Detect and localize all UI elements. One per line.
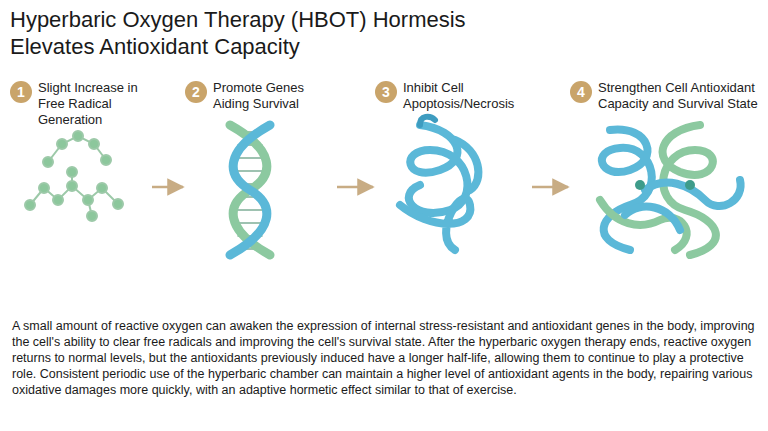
step-heading: 4 Strengthen Cell Antioxidant Capacity an… (570, 80, 760, 112)
flow-arrow (337, 186, 373, 189)
step-node: 4 Strengthen Cell Antioxidant Capacity an… (570, 80, 760, 265)
step-node: 3 Inhibit Cell Apoptosis/Necrosis (375, 80, 530, 265)
protein-cluster (600, 125, 741, 255)
step-label: Strengthen Cell Antioxidant Capacity and… (598, 80, 760, 112)
step-node: 2 Promote Genes Aiding Survival (185, 80, 335, 265)
step-number: 2 (185, 81, 207, 103)
step-label: Slight Increase in Free Radical Generati… (38, 80, 150, 128)
diagram-title: Hyperbaric Oxygen Therapy (HBOT) Hormesi… (10, 6, 480, 60)
step-number: 1 (10, 81, 32, 103)
step-heading: 3 Inhibit Cell Apoptosis/Necrosis (375, 80, 530, 112)
caption-text: A small amount of reactive oxygen can aw… (12, 318, 756, 398)
flow-arrow (152, 186, 183, 189)
step-number: 3 (375, 81, 397, 103)
step-label: Inhibit Cell Apoptosis/Necrosis (403, 80, 530, 112)
step-number: 4 (570, 81, 592, 103)
step-heading: 1 Slight Increase in Free Radical Generat… (10, 80, 150, 128)
step-heading: 2 Promote Genes Aiding Survival (185, 80, 335, 112)
flow-arrow (532, 186, 568, 189)
free-radical-molecules (25, 131, 123, 221)
protein-ribbon (400, 117, 478, 250)
step-label: Promote Genes Aiding Survival (213, 80, 335, 112)
step-node: 1 Slight Increase in Free Radical Generat… (10, 80, 150, 265)
dna-helix (230, 125, 270, 255)
